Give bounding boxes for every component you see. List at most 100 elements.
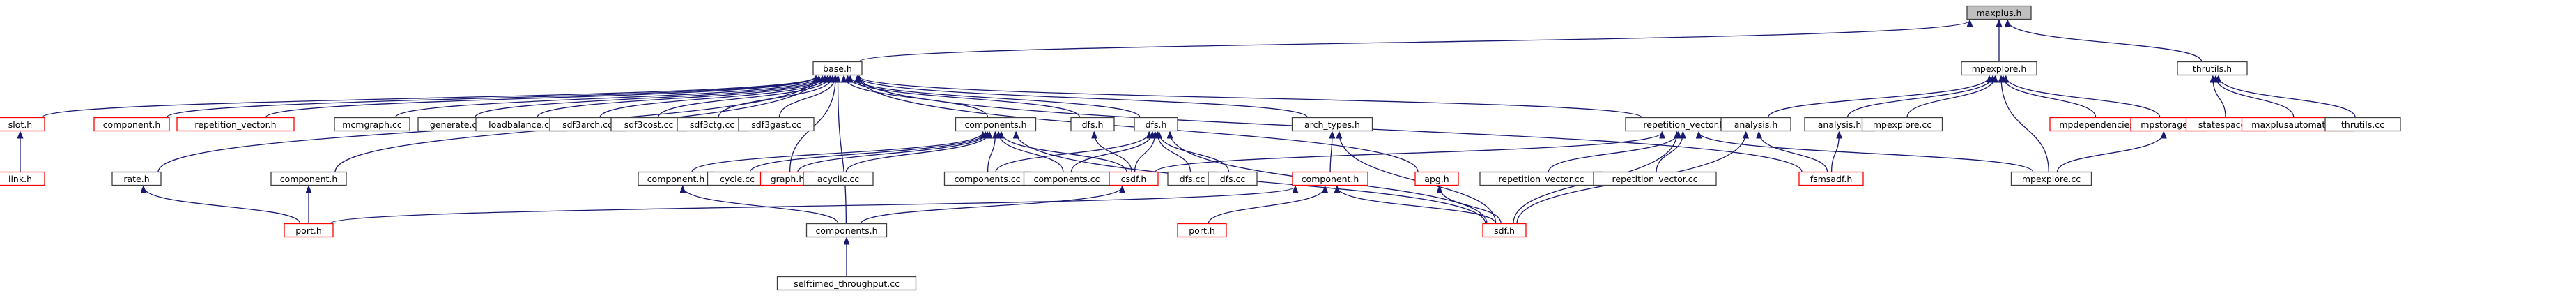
include-edge [1157, 133, 1191, 172]
graph-node-sdf-h[interactable]: sdf.h [1482, 223, 1527, 238]
node-box [1070, 117, 1115, 132]
node-label: arch_types.h [1304, 119, 1360, 130]
graph-node-rate-h[interactable]: rate.h [111, 171, 162, 186]
graph-node-loadbalance-cc[interactable]: loadbalance.cc [475, 117, 567, 132]
node-box [1177, 223, 1227, 238]
graph-node-csdf-h[interactable]: csdf.h [1109, 171, 1159, 186]
graph-node-repvec-cc-b[interactable]: repetition_vector.cc [1593, 171, 1717, 186]
include-edge [2006, 77, 2161, 118]
graph-node-mpdependencies-h[interactable]: mpdependencies.h [2049, 117, 2152, 132]
node-label: acyclic.cc [817, 174, 859, 184]
node-label: thrutils.h [2193, 64, 2232, 74]
include-edge [1094, 133, 1132, 172]
graph-node-component-h-d[interactable]: component.h [1292, 171, 1368, 186]
graph-node-cycle-cc[interactable]: cycle.cc [707, 171, 768, 186]
include-edge [683, 187, 839, 224]
graph-node-mpexplore-h[interactable]: mpexplore.h [1961, 61, 2037, 76]
graph-node-thrutils-h[interactable]: thrutils.h [2177, 61, 2248, 76]
graph-node-dfs-h-b[interactable]: dfs.h [1134, 117, 1178, 132]
node-label: rate.h [123, 174, 149, 184]
include-edge [330, 187, 1295, 225]
graph-node-apg-h[interactable]: apg.h [1414, 171, 1459, 186]
graph-node-sdf3arch-cc[interactable]: sdf3arch.cc [549, 117, 626, 132]
include-edge [1759, 133, 1828, 172]
node-label: mpexplore.cc [2022, 174, 2081, 184]
graph-node-components-h-a[interactable]: components.h [955, 117, 1037, 132]
node-label: repetition_vector.h [194, 119, 276, 130]
graph-node-mpexplore-cc-a[interactable]: mpexplore.cc [1861, 117, 1943, 132]
include-edge [1846, 77, 1992, 118]
node-label: sdf3gast.cc [751, 119, 801, 130]
graph-node-components-h-b[interactable]: components.h [805, 223, 888, 238]
include-edge [599, 77, 828, 118]
include-edge [838, 77, 847, 224]
graph-node-component-h-a[interactable]: component.h [93, 117, 170, 132]
node-label: mpexplore.h [1972, 64, 2027, 74]
node-box [1966, 5, 2032, 20]
node-label: port.h [295, 225, 322, 236]
node-label: component.h [1302, 174, 1359, 184]
graph-node-analysis-h-a[interactable]: analysis.h [1720, 117, 1791, 132]
node-label: component.h [647, 174, 705, 184]
node-box [1109, 171, 1159, 186]
node-label: loadbalance.cc [488, 119, 554, 130]
include-edge [858, 21, 1970, 63]
graph-node-sdf3gast-cc[interactable]: sdf3gast.cc [738, 117, 815, 132]
graph-node-maxplus[interactable]: maxplus.h [1966, 5, 2032, 20]
include-edge [1070, 133, 1152, 172]
node-label: analysis.h [1734, 119, 1778, 130]
graph-node-selftimed-cc[interactable]: selftimed_throughput.cc [776, 276, 917, 291]
node-label: mpstorage.h [2141, 119, 2196, 130]
graph-node-dfs-h-a[interactable]: dfs.h [1070, 117, 1115, 132]
node-label: mcmgraph.cc [342, 119, 402, 130]
graph-node-slot-h[interactable]: slot.h [0, 117, 45, 132]
node-label: csdf.h [1121, 174, 1147, 184]
graph-node-acyclic-cc[interactable]: acyclic.cc [803, 171, 874, 186]
include-edge [1159, 133, 1230, 172]
graph-node-port-h-b[interactable]: port.h [1177, 223, 1227, 238]
graph-node-mpexplore-cc-b[interactable]: mpexplore.cc [2010, 171, 2092, 186]
node-box [812, 61, 863, 76]
node-box [1414, 171, 1459, 186]
node-label: repetition_vector.h [1643, 119, 1725, 130]
include-edge [2056, 133, 2164, 172]
include-edge [166, 77, 816, 119]
graph-node-component-h-c[interactable]: component.h [638, 171, 714, 186]
graph-node-dfs-cc-b[interactable]: dfs.cc [1208, 171, 1258, 186]
graph-node-repvec-h-b[interactable]: repetition_vector.h [1625, 117, 1743, 132]
graph-node-repvec-cc-a[interactable]: repetition_vector.cc [1479, 171, 1603, 186]
include-edge [1208, 187, 1325, 224]
include-edge [144, 187, 301, 224]
graph-node-component-h-b[interactable]: component.h [270, 171, 347, 186]
graph-node-generate-cc[interactable]: generate.cc [417, 117, 494, 132]
include-edge [1330, 133, 1332, 172]
include-edge [394, 77, 819, 119]
graph-node-base[interactable]: base.h [812, 61, 863, 76]
graph-node-components-cc-b[interactable]: components.cc [1023, 171, 1111, 186]
node-label: maxplus.h [1977, 8, 2022, 18]
graph-node-link-h[interactable]: link.h [0, 171, 45, 186]
graph-node-mcmgraph-cc[interactable]: mcmgraph.cc [334, 117, 410, 132]
node-box [1961, 61, 2037, 76]
node-box [111, 171, 162, 186]
graph-node-port-h-a[interactable]: port.h [284, 223, 334, 238]
node-box [93, 117, 170, 132]
node-label: generate.cc [430, 119, 481, 130]
node-label: maxplusautomaton.h [2251, 119, 2344, 130]
graph-node-thrutils-cc[interactable]: thrutils.cc [2324, 117, 2401, 132]
graph-node-components-cc-a[interactable]: components.cc [943, 171, 1031, 186]
graph-node-fsmsadf-h[interactable]: fsmsadf.h [1798, 171, 1864, 186]
node-label: components.h [964, 119, 1026, 130]
node-label: selftimed_throughput.cc [794, 278, 900, 289]
node-label: components.cc [955, 174, 1021, 184]
graph-node-sdf3cost-cc[interactable]: sdf3cost.cc [610, 117, 687, 132]
node-label: base.h [823, 64, 852, 74]
include-edge [1830, 133, 1840, 172]
graph-node-dfs-cc-a[interactable]: dfs.cc [1167, 171, 1217, 186]
node-box [955, 117, 1037, 132]
graph-node-graph-h[interactable]: graph.h [759, 171, 815, 186]
graph-node-sdf3ctg-cc[interactable]: sdf3ctg.cc [677, 117, 748, 132]
graph-node-arch-types-h[interactable]: arch_types.h [1291, 117, 1373, 132]
graph-node-repvec-h-a[interactable]: repetition_vector.h [176, 117, 295, 132]
